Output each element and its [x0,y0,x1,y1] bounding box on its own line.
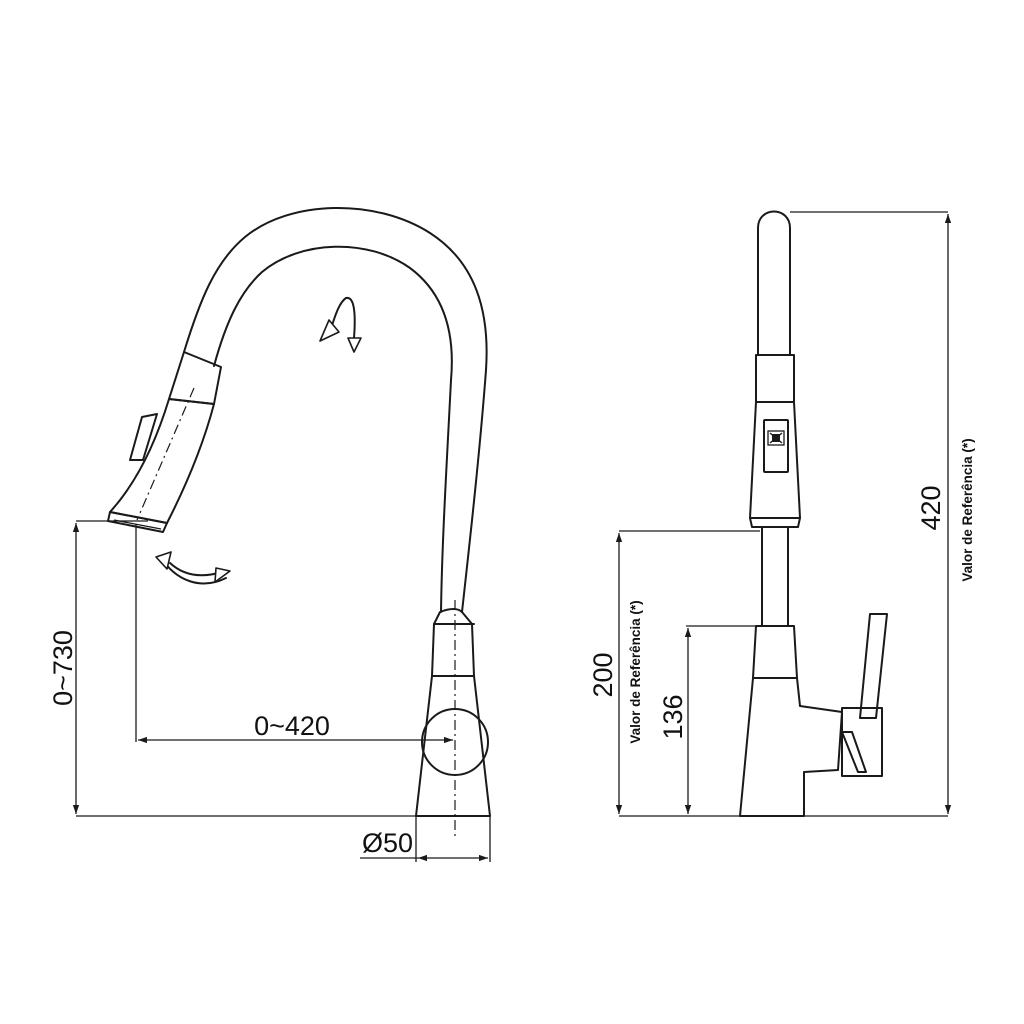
rotate-arrow-icon [155,551,231,585]
side-view: 420 Valor de Referência (*) 200 Valor de… [588,210,975,817]
swivel-down-arrow-icon [319,296,362,353]
spout-height-label: 200 [588,652,618,697]
faucet-base [415,600,491,840]
side-spout-tube [757,210,791,356]
height-dimension-label: 0~730 [48,630,78,706]
base-diameter-label: Ø50 [362,828,413,858]
reference-value-label-right: Valor de Referência (*) [960,438,975,581]
spout-inner-contour [213,245,453,613]
side-lever-handle [841,613,888,777]
spray-head [107,351,222,533]
reach-dimension-label: 0~420 [254,711,330,741]
reference-value-label-left: Valor de Referência (*) [628,600,643,743]
side-faucet-body [739,625,843,817]
front-view: 0~730 0~420 Ø50 [48,206,491,862]
body-height-label: 136 [658,694,688,739]
spray-mode-button [763,419,789,473]
spout-outer-contour [183,206,488,613]
side-spray-head [749,354,801,528]
total-height-label: 420 [916,485,946,530]
